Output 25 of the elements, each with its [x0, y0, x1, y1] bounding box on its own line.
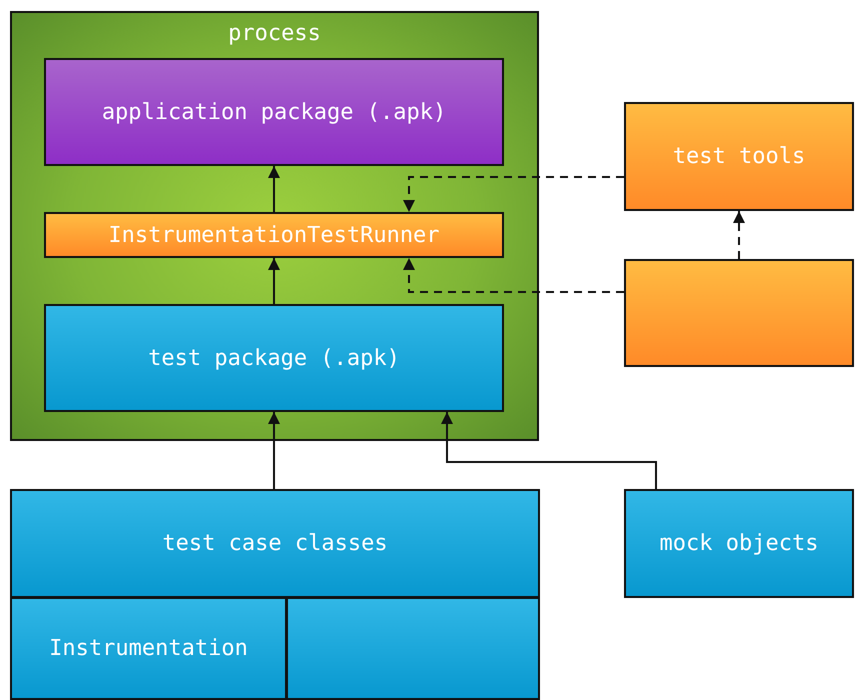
component-box — [624, 489, 854, 598]
package-box — [44, 58, 504, 166]
package-box — [44, 304, 504, 412]
arrow — [733, 211, 745, 259]
node-label: test tools — [672, 144, 806, 169]
arrow — [441, 412, 657, 489]
node-label: Instrumentation — [49, 636, 248, 661]
tool-box — [624, 259, 854, 367]
component-box — [286, 597, 540, 700]
arrow — [268, 258, 280, 304]
node-label: test case classes — [162, 531, 388, 556]
arrow — [403, 258, 624, 293]
tool-box — [624, 102, 854, 211]
component-box — [10, 489, 540, 598]
node-label: application package (.apk) — [102, 100, 446, 124]
node-label: InstrumentationTestRunner — [108, 222, 440, 248]
node-label: process — [228, 21, 321, 46]
node-label: mock objects — [660, 531, 818, 556]
node-label: test package (.apk) — [148, 346, 400, 370]
component-box — [10, 597, 287, 700]
runner-box — [44, 212, 504, 258]
arrow — [268, 412, 280, 489]
arrow — [403, 176, 624, 212]
process-container — [10, 11, 539, 441]
arrow — [268, 166, 280, 212]
